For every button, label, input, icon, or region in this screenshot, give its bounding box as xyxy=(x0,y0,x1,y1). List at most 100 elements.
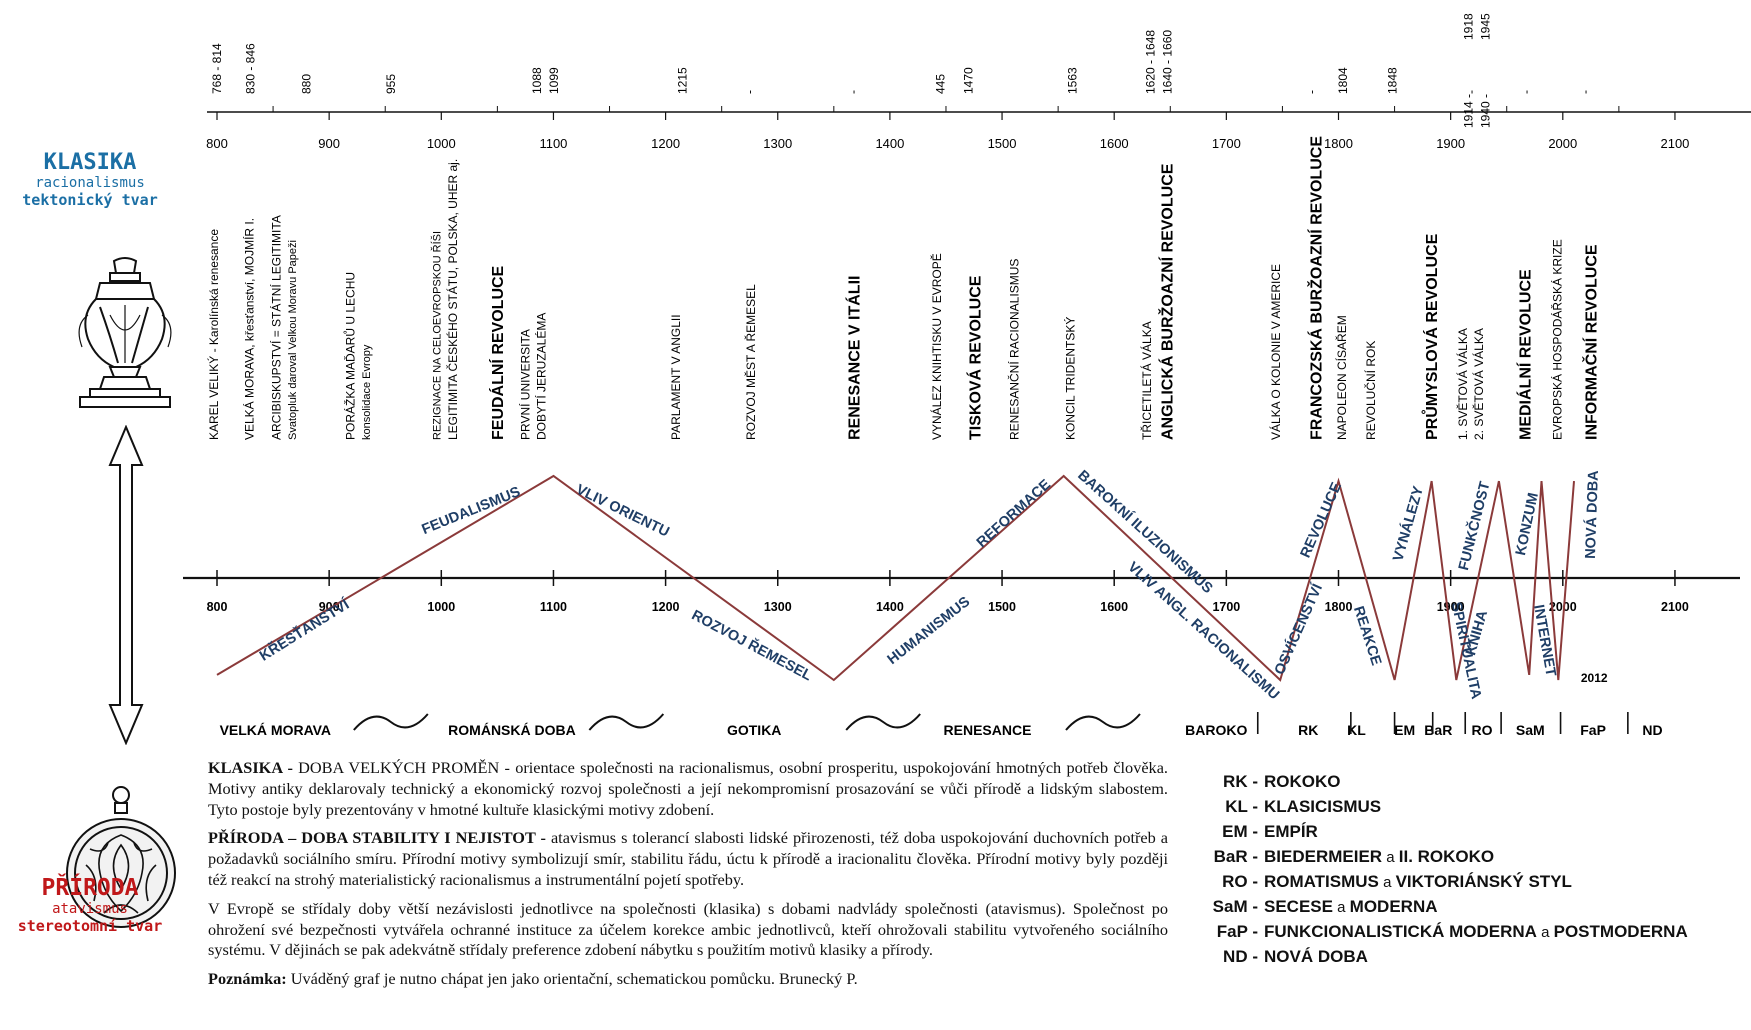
classical-urn-icon xyxy=(78,257,172,408)
event-label: TISKOVÁ REVOLUCE xyxy=(966,275,985,440)
period-label: KL xyxy=(1347,722,1366,738)
legend-abbr: ND - xyxy=(1223,947,1258,966)
legend-name-2: MODERNA xyxy=(1349,897,1438,916)
date-label: 1215 xyxy=(675,67,689,94)
period-label: FaP xyxy=(1580,722,1606,738)
middle-axis-tick-label: 1100 xyxy=(540,600,567,614)
legend-conjunction: a xyxy=(1382,849,1399,866)
period-label: ROMÁNSKÁ DOBA xyxy=(448,722,576,738)
top-axis-tick-label: 900 xyxy=(318,136,340,151)
date-label: 1848 xyxy=(1385,67,1399,94)
period-wave-separator xyxy=(1065,713,1141,731)
legend-abbr: BaR - xyxy=(1213,847,1258,866)
priroda-subtitle-2: stereotomní tvar xyxy=(17,917,163,935)
event-label: PARLAMENT V ANGLII xyxy=(669,314,683,440)
era-zigzag-line xyxy=(216,474,1575,682)
era-wave-label: KŘESŤANSTVÍ xyxy=(256,595,353,665)
event-label: KAREL VELIKÝ - Karolínská renesance xyxy=(206,229,221,440)
middle-axis-tick-label: 1900 xyxy=(1437,600,1465,614)
description-summary: V Evropě se střídaly doby větší nezávisl… xyxy=(208,898,1168,960)
era-wave-label: VYNÁLEZY xyxy=(1389,484,1427,563)
period-label: ND xyxy=(1642,722,1662,738)
date-label: 1804 xyxy=(1336,67,1350,94)
description: KLASIKA - DOBA VELKÝCH PROMĚN - orientac… xyxy=(208,758,1168,998)
legend-row: ND - NOVÁ DOBA xyxy=(1208,947,1688,972)
priroda-title: PŘÍRODA xyxy=(41,875,139,901)
period-label: RK xyxy=(1298,722,1318,738)
event-label: INFORMAČNÍ REVOLUCE xyxy=(1581,244,1600,440)
nature-medallion-icon xyxy=(66,786,176,928)
legend-row: KL -KLASICISMUS xyxy=(1208,797,1688,822)
middle-axis-tick-label: 900 xyxy=(319,600,340,614)
legend-row: SaM -SECESE a MODERNA xyxy=(1208,897,1688,922)
period-label: SaM xyxy=(1516,722,1545,738)
period-label: EM xyxy=(1394,722,1415,738)
middle-axis-tick-label: 1200 xyxy=(652,600,680,614)
legend-name: ROMATISMUS xyxy=(1264,872,1379,891)
top-axis-tick-label: 1000 xyxy=(427,136,456,151)
era-wave-label: OSVÍCENSTVÍ xyxy=(1271,580,1327,677)
event-label: ARCIBISKUPSTVÍ = STÁTNÍ LEGITIMITA xyxy=(268,215,283,440)
klasika-subtitle: racionalismus xyxy=(35,175,145,191)
event-label: VÁLKA O KOLONIE V AMERICE xyxy=(1268,264,1283,440)
date-label: - xyxy=(1464,90,1478,94)
era-wave-label: ROZVOJ ŘEMESEL xyxy=(689,606,816,685)
top-axis-tick-label: 1300 xyxy=(763,136,792,151)
period-label: RENESANCE xyxy=(944,722,1032,738)
priroda-subtitle: atavismus xyxy=(52,901,128,917)
double-arrow-icon xyxy=(108,425,144,745)
legend-conjunction: a xyxy=(1378,874,1396,891)
priroda-block: PŘÍRODA atavismus stereotomní tvar xyxy=(0,875,180,935)
top-axis-tick-label: 1200 xyxy=(651,136,680,151)
date-label: 768 - 814 xyxy=(210,43,224,94)
event-label: REZIGNACE NA CELOEVROPSKOU ŘÍŠI xyxy=(431,231,444,440)
klasika-title: KLASIKA xyxy=(43,150,137,175)
middle-axis-tick-label: 1300 xyxy=(764,600,792,614)
event-label: RENESANČNÍ RACIONALISMUS xyxy=(1007,259,1022,440)
middle-axis-tick-label: 1000 xyxy=(427,600,455,614)
event-label: FRANCOZSKÁ BURŽOAZNÍ REVOLUCE xyxy=(1307,136,1326,440)
middle-axis-tick-label: 1800 xyxy=(1325,600,1353,614)
period-wave-separator xyxy=(588,713,665,731)
period-wave-separator xyxy=(353,713,429,731)
date-label: - xyxy=(1578,90,1592,94)
event-label: EVROPSKÁ HOSPODÁŘSKÁ KRIZE xyxy=(1549,239,1564,440)
date-label: 1640 - 1660 xyxy=(1161,30,1175,94)
event-label: konsolidace Evropy xyxy=(361,344,373,440)
period-label: GOTIKA xyxy=(727,722,781,738)
date-label: 445 xyxy=(933,74,947,94)
top-axis-tick-label: 1600 xyxy=(1100,136,1129,151)
legend-conjunction: a xyxy=(1332,899,1350,916)
legend-abbr: RO - xyxy=(1222,872,1258,891)
legend-name: NOVÁ DOBA xyxy=(1264,947,1368,966)
date-label: 955 xyxy=(384,74,398,94)
date-label: 880 xyxy=(300,74,314,94)
event-label: FEUDÁLNÍ REVOLUCE xyxy=(488,265,507,440)
period-label: RO xyxy=(1472,722,1493,738)
date-label: 1563 xyxy=(1066,67,1080,94)
date-label: - xyxy=(1305,90,1319,94)
date-label: - xyxy=(846,90,860,94)
date-label: 1088 xyxy=(530,67,544,94)
event-label: Svatopluk daroval Velkou Moravu Papeži xyxy=(287,240,299,440)
legend-abbr: FaP - xyxy=(1216,922,1258,941)
event-label: NAPOLEON CÍSAŘEM xyxy=(1334,315,1349,440)
legend-name: EMPÍR xyxy=(1264,822,1318,841)
date-label: - xyxy=(743,90,757,94)
legend-name-2: POSTMODERNA xyxy=(1553,922,1688,941)
date-label: - xyxy=(1519,90,1533,94)
era-wave-label: REFORMACE xyxy=(974,476,1054,551)
era-wave-label: FUNKČNOST xyxy=(1454,479,1494,572)
middle-axis-tick-label: 1700 xyxy=(1212,600,1240,614)
klasika-block: KLASIKA racionalismus tektonický tvar xyxy=(0,150,180,209)
war-date-start: 1914 - xyxy=(1462,94,1476,128)
legend-row: EM -EMPÍR xyxy=(1208,822,1688,847)
event-label: TŘICETILETÁ VÁLKA xyxy=(1139,321,1154,440)
event-label: RENESANCE V ITÁLII xyxy=(845,276,864,440)
legend-conjunction: a xyxy=(1536,924,1554,941)
event-label: PRVNÍ UNIVERSITA xyxy=(517,329,532,440)
event-label: VELKÁ MORAVA, křesťanství, MOJMÍR I. xyxy=(242,218,257,440)
date-label: 1099 xyxy=(547,67,561,94)
legend-abbr: KL - xyxy=(1225,797,1258,816)
